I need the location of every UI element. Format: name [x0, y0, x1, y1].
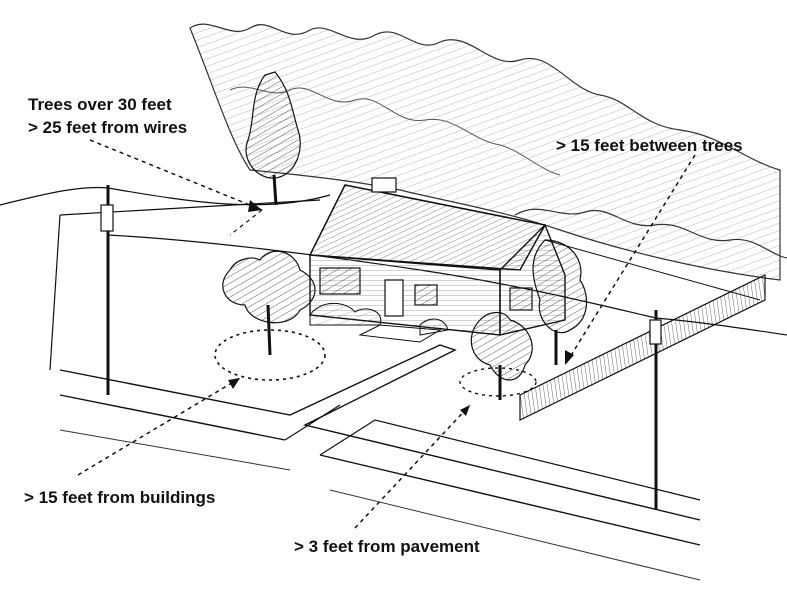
side-yard-tree-1 [459, 311, 537, 400]
label-wires-line2: > 25 feet from wires [28, 118, 188, 137]
utility-poles [100, 185, 662, 510]
sidewalk-and-street [59, 344, 701, 581]
front-yard-tree [214, 250, 326, 381]
side-yard-tree-2 [532, 239, 588, 365]
label-between-trees: > 15 feet between trees [556, 136, 743, 155]
label-from-pavement: > 3 feet from pavement [294, 537, 480, 556]
label-trees-over-30-feet: Trees over 30 feet > 25 feet from wires [28, 93, 187, 139]
shrubs [309, 302, 449, 336]
wood-fence [519, 274, 766, 421]
callout-lines [77, 139, 696, 529]
label-from-buildings: > 15 feet from buildings [24, 488, 216, 507]
tall-tree-near-wires [245, 71, 301, 206]
label-wires-line1: Trees over 30 feet [28, 95, 172, 114]
